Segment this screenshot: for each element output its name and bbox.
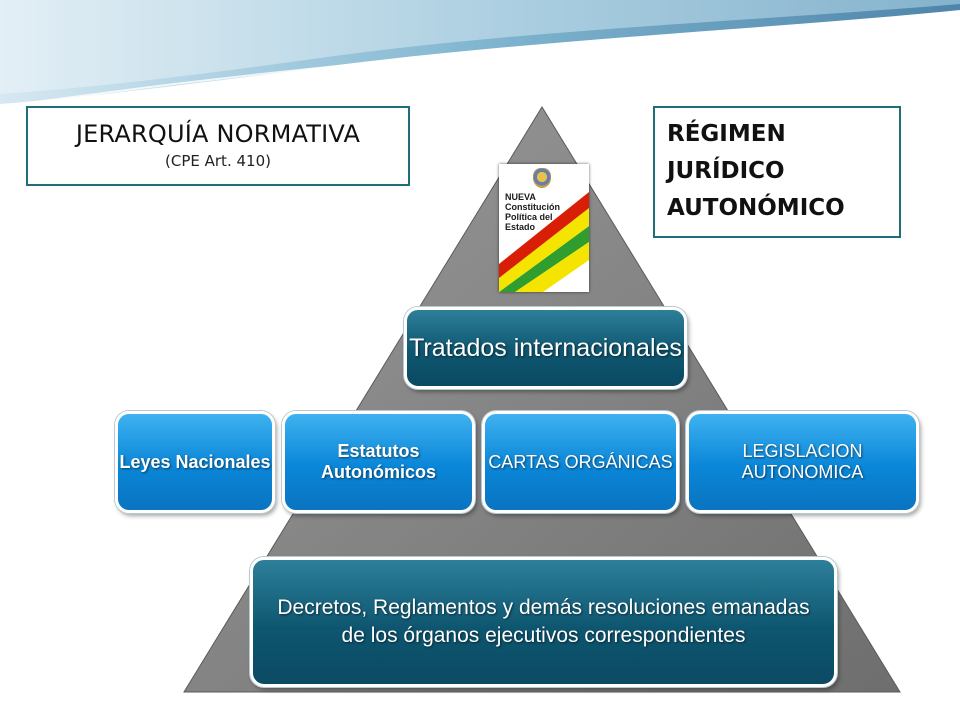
leyes-label: Leyes Nacionales <box>119 451 271 472</box>
hierarchy-title: JERARQUÍA NORMATIVA <box>75 120 361 148</box>
decretos-label: Decretos, Reglamentos y demás resolucion… <box>277 596 810 647</box>
hierarchy-subtitle: (CPE Art. 410) <box>165 152 271 170</box>
box-cartas-organicas: CARTAS ORGÁNICAS <box>482 411 679 513</box>
background-swoosh <box>0 0 960 105</box>
book-title: NUEVA Constitución Política del Estado <box>505 192 560 232</box>
cartas-label: CARTAS ORGÁNICAS <box>488 451 673 472</box>
legislacion-label: LEGISLACION AUTONOMICA <box>741 441 864 482</box>
hierarchy-title-box: JERARQUÍA NORMATIVA (CPE Art. 410) <box>26 106 410 186</box>
seal-icon <box>533 168 551 188</box>
box-decretos-reglamentos: Decretos, Reglamentos y demás resolucion… <box>250 557 837 687</box>
box-estatutos-autonomicos: Estatutos Autonómicos <box>282 411 475 513</box>
regime-title-box: RÉGIMEN JURÍDICO AUTONÓMICO <box>653 106 901 238</box>
regime-line-1: RÉGIMEN <box>667 121 786 147</box>
flag-stripes-icon <box>499 192 589 292</box>
regime-line-3: AUTONÓMICO <box>667 195 845 221</box>
box-tratados-internacionales: Tratados internacionales <box>404 307 687 389</box>
box-leyes-nacionales: Leyes Nacionales <box>115 411 275 513</box>
regime-line-2: JURÍDICO <box>667 158 785 184</box>
cpe-book-cover-icon: NUEVA Constitución Política del Estado <box>499 164 589 292</box>
box-legislacion-autonomica: LEGISLACION AUTONOMICA <box>686 411 919 513</box>
tratados-label: Tratados internacionales <box>409 333 682 362</box>
estatutos-label: Estatutos Autonómicos <box>321 441 436 482</box>
